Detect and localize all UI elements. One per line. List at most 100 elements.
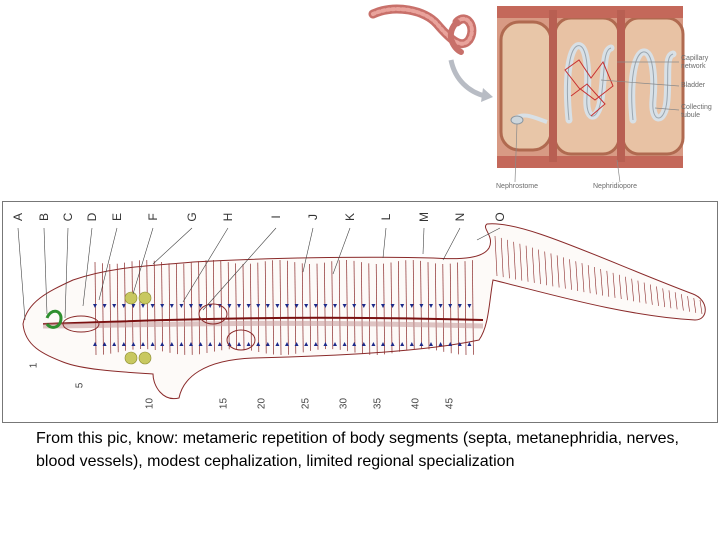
nerve-branch-upper: [381, 304, 385, 308]
tail-segment-line: [538, 249, 541, 285]
seminal-vesicle: [138, 351, 152, 365]
nerve-branch-upper: [102, 304, 107, 308]
nerve-branch-lower: [371, 342, 376, 346]
nerve-branch-lower: [208, 342, 213, 346]
nerve-branch-lower: [390, 342, 395, 346]
nerve-branch-lower: [102, 342, 107, 346]
segment-number-10: 10: [144, 397, 156, 410]
septum-line: [309, 263, 311, 351]
tail-segment-line: [612, 272, 616, 298]
nerve-branch-lower: [409, 342, 414, 346]
tail-segment-line: [556, 255, 560, 288]
segment-number-15: 15: [218, 397, 230, 410]
tail-segment-line: [650, 284, 653, 305]
nerve-branch-lower: [294, 342, 299, 346]
nerve-branch-upper: [467, 304, 472, 308]
nerve-branch-lower: [265, 342, 270, 346]
nerve-branch-upper: [131, 304, 136, 308]
nerve-branch-upper: [285, 304, 289, 308]
tail-segment-line: [618, 274, 622, 300]
label-l: L: [379, 213, 393, 221]
septum-line: [242, 263, 245, 350]
label-n: N: [453, 212, 467, 222]
nerve-branch-upper: [112, 304, 117, 308]
tail-segment-line: [513, 241, 516, 280]
nerve-branch-upper: [352, 304, 357, 308]
label-d: D: [85, 212, 99, 222]
tail-segment-line: [643, 282, 647, 304]
septum-line: [435, 263, 437, 351]
tail-segment-line: [606, 270, 610, 297]
nerve-branch-lower: [237, 342, 241, 346]
septum-line: [449, 263, 452, 354]
tail-segment-line: [631, 278, 634, 302]
label-leader-line: [64, 227, 69, 319]
nerve-branch-lower: [352, 342, 357, 346]
label-e: E: [110, 213, 124, 222]
nerve-branch-lower: [169, 342, 174, 346]
tail-segment-line: [668, 290, 672, 309]
tail-segment-line: [563, 257, 566, 289]
septum-line: [427, 262, 430, 350]
septum-line: [442, 263, 445, 352]
nerve-branch-upper: [409, 304, 414, 308]
nerve-branch-lower: [275, 342, 280, 346]
tail-segment-line: [525, 245, 529, 282]
nerve-branch-upper: [419, 304, 424, 308]
tail-segment-line: [594, 267, 597, 295]
pharynx: [62, 315, 100, 333]
nerve-branch-upper: [93, 304, 97, 308]
nerve-branch-upper: [237, 304, 241, 308]
septum-line: [183, 263, 186, 355]
ventral-blood-vessel: [42, 316, 484, 325]
septum-line: [124, 262, 126, 351]
tail-segment-line: [656, 286, 659, 306]
nerve-branch-upper: [121, 304, 126, 308]
septum-line: [168, 263, 171, 353]
inset-illustration: [368, 4, 685, 183]
septum-line: [139, 260, 141, 350]
nerve-branch-lower: [112, 342, 117, 346]
nerve-branch-lower: [246, 342, 251, 346]
septum-line: [338, 260, 341, 350]
label-m: M: [417, 212, 431, 222]
nerve-branch-upper: [265, 304, 270, 308]
tail-segment-line: [687, 296, 690, 312]
gizzard: [226, 329, 256, 351]
nephrostome-label: Nephrostome: [496, 183, 539, 190]
tail-segment-line: [519, 243, 523, 281]
tail-segment-line: [569, 259, 572, 290]
nerve-branch-lower: [400, 342, 405, 346]
label-leader-line: [302, 227, 314, 273]
nerve-branch-upper: [342, 304, 347, 308]
worm-anatomy-drawing: [17, 223, 706, 400]
segment-number-45: 45: [444, 397, 456, 410]
label-leader-line: [182, 227, 229, 303]
septum-line: [412, 260, 415, 350]
nerve-branch-lower: [189, 342, 193, 346]
tail-segment-line: [507, 239, 510, 279]
nerve-branch-lower: [160, 342, 165, 346]
nerve-branch-upper: [294, 304, 299, 308]
nerve-branch-upper: [390, 304, 395, 308]
tail-segment-line: [587, 265, 591, 294]
nerve-branch-lower: [419, 342, 424, 346]
nerve-branch-lower: [179, 342, 184, 346]
nerve-branch-upper: [333, 304, 337, 308]
nerve-branch-upper: [438, 304, 443, 308]
septum-line: [457, 262, 459, 355]
septum-line: [331, 261, 334, 350]
nerve-branch-lower: [333, 342, 337, 346]
segment-number-25: 25: [300, 397, 312, 410]
label-leader-line: [82, 227, 93, 307]
nerve-branch-upper: [429, 304, 433, 308]
septum-line: [109, 263, 112, 354]
nerve-branch-upper: [371, 304, 376, 308]
tail-segment-line: [681, 294, 684, 311]
tail-segment-line: [544, 251, 547, 286]
nerve-branch-upper: [179, 304, 184, 308]
nerve-branch-upper: [227, 304, 232, 308]
septum-line: [301, 263, 304, 353]
septum-line: [361, 262, 363, 354]
